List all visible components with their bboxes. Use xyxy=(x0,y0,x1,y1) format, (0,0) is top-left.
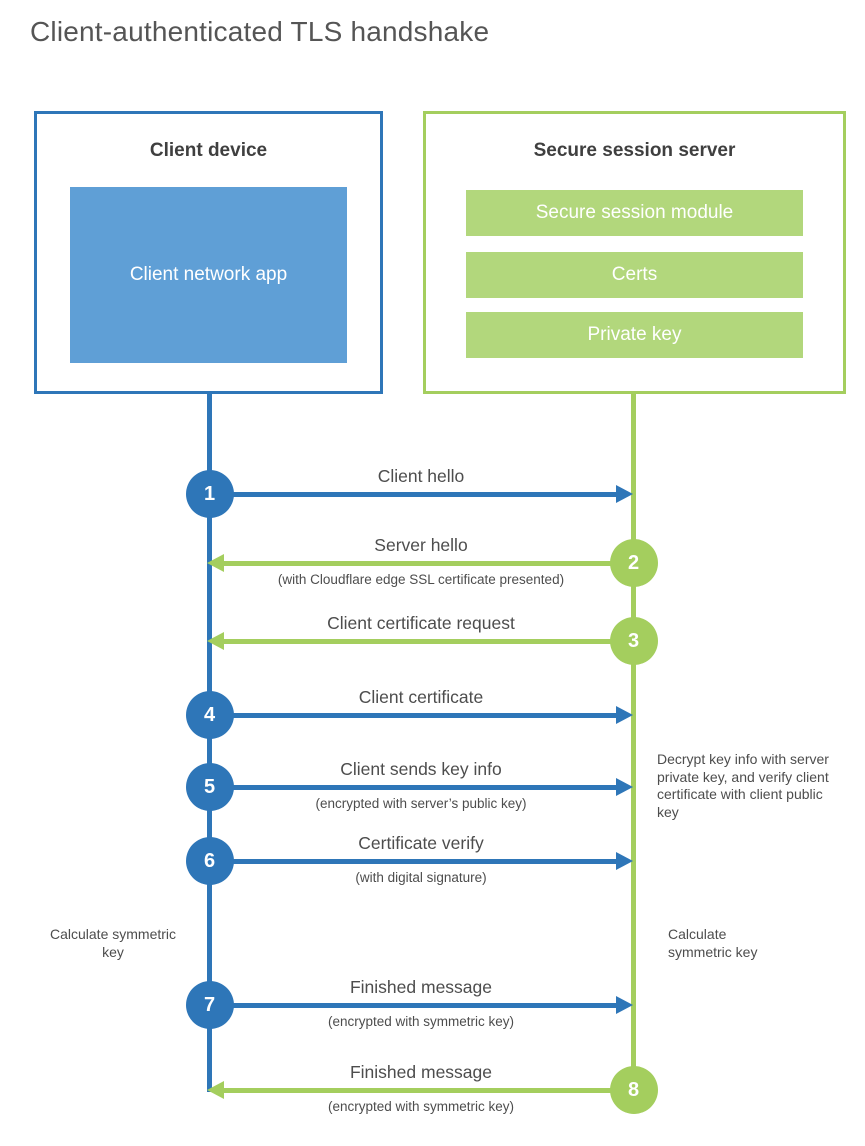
module-bar-certs: Certs xyxy=(466,252,803,298)
step-sublabel-2: (with Cloudflare edge SSL certificate pr… xyxy=(277,572,565,587)
step-circle-4: 4 xyxy=(185,691,234,739)
step-circle-6: 6 xyxy=(185,837,234,885)
client-device-box: Client device Client network app xyxy=(34,111,383,394)
step-label-5: Client sends key info xyxy=(340,759,502,779)
step-circle-8: 8 xyxy=(609,1066,658,1114)
step-arrow-7 xyxy=(210,1003,616,1008)
module-bar-private-key: Private key xyxy=(466,312,803,358)
step-label-1: Client hello xyxy=(377,466,465,486)
step-sublabel-6: (with digital signature) xyxy=(355,870,487,885)
step-label-4: Client certificate xyxy=(358,687,484,707)
page-title: Client-authenticated TLS handshake xyxy=(30,16,490,47)
client-device-title: Client device xyxy=(149,140,268,161)
module-bar-secure-session-module: Secure session module xyxy=(466,190,803,236)
step-circle-2: 2 xyxy=(609,539,658,587)
step-circle-1: 1 xyxy=(185,470,234,518)
step-arrowhead-1 xyxy=(616,485,633,503)
client-network-app-box: Client network app xyxy=(70,187,347,363)
step-label-2: Server hello xyxy=(374,535,468,555)
step-sublabel-5: (encrypted with server’s public key) xyxy=(315,796,527,811)
decrypt-note: Decrypt key info with server private key… xyxy=(657,751,829,820)
step-arrow-3 xyxy=(224,639,633,644)
step-arrowhead-8 xyxy=(207,1081,224,1099)
step-label-7: Finished message xyxy=(349,977,493,997)
server-lifeline xyxy=(631,394,636,1092)
step-circle-5: 5 xyxy=(185,763,234,811)
step-arrowhead-4 xyxy=(616,706,633,724)
step-circle-3: 3 xyxy=(609,617,658,665)
step-sublabel-7: (encrypted with symmetric key) xyxy=(327,1014,515,1029)
server-title: Secure session server xyxy=(533,140,736,161)
step-label-6: Certificate verify xyxy=(358,833,484,853)
step-sublabel-8: (encrypted with symmetric key) xyxy=(327,1099,515,1114)
step-arrow-8 xyxy=(224,1088,633,1093)
step-arrowhead-5 xyxy=(616,778,633,796)
step-label-3: Client certificate request xyxy=(327,613,515,633)
step-arrowhead-7 xyxy=(616,996,633,1014)
step-arrowhead-6 xyxy=(616,852,633,870)
step-arrow-1 xyxy=(210,492,616,497)
step-arrowhead-3 xyxy=(207,632,224,650)
calc-symmetric-key-left: Calculate symmetric key xyxy=(49,926,177,960)
step-arrow-6 xyxy=(210,859,616,864)
step-arrow-2 xyxy=(224,561,633,566)
client-lifeline xyxy=(207,394,212,1092)
step-arrow-4 xyxy=(210,713,616,718)
server-modules: Secure session module Certs Private key xyxy=(466,190,803,374)
step-arrowhead-2 xyxy=(207,554,224,572)
step-arrow-5 xyxy=(210,785,616,790)
step-circle-7: 7 xyxy=(185,981,234,1029)
calc-symmetric-key-right: Calculate symmetric key xyxy=(668,926,758,960)
step-label-8: Finished message xyxy=(349,1062,493,1082)
secure-session-server-box: Secure session server Secure session mod… xyxy=(423,111,846,394)
